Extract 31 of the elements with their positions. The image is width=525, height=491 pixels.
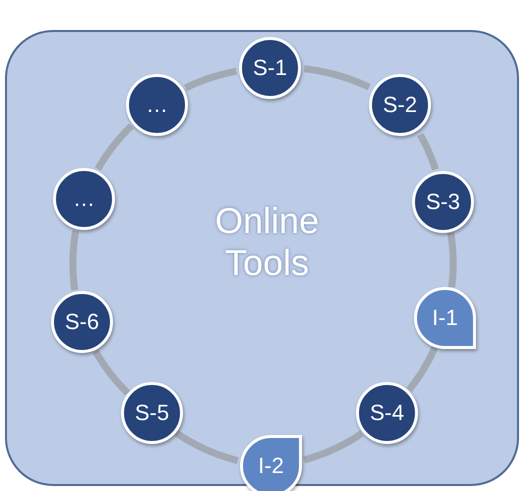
circle-node [369, 74, 431, 136]
node-label: … [73, 186, 95, 212]
circle-node [53, 168, 115, 230]
ring-segment [303, 430, 364, 464]
ring-segment [69, 230, 80, 291]
circle-node [51, 291, 113, 353]
node-label: … [146, 92, 168, 118]
ring-segment [174, 430, 239, 464]
node-label: S-6 [64, 309, 100, 335]
circle-node [126, 74, 188, 136]
node-label: S-1 [252, 55, 288, 81]
node-label: I-2 [258, 453, 284, 479]
circle-node [239, 37, 301, 99]
node-label: S-2 [382, 92, 418, 118]
ring-segment [92, 350, 130, 396]
ring-segment [184, 68, 238, 92]
droplet-node [240, 435, 302, 491]
droplet-node [414, 287, 476, 349]
node-label: S-3 [426, 189, 460, 215]
node-label: S-5 [134, 400, 170, 426]
ring-segment [406, 346, 438, 392]
ring-segment [447, 232, 457, 288]
circle-node [356, 382, 418, 444]
ring-segment [94, 124, 134, 171]
ring-segment [304, 65, 371, 90]
circle-node [121, 382, 183, 444]
node-label: I-1 [432, 305, 458, 331]
node-label: S-4 [370, 400, 404, 426]
circle-node [412, 171, 474, 233]
ring-segment [417, 132, 439, 172]
center-title: Online Tools [214, 200, 320, 284]
